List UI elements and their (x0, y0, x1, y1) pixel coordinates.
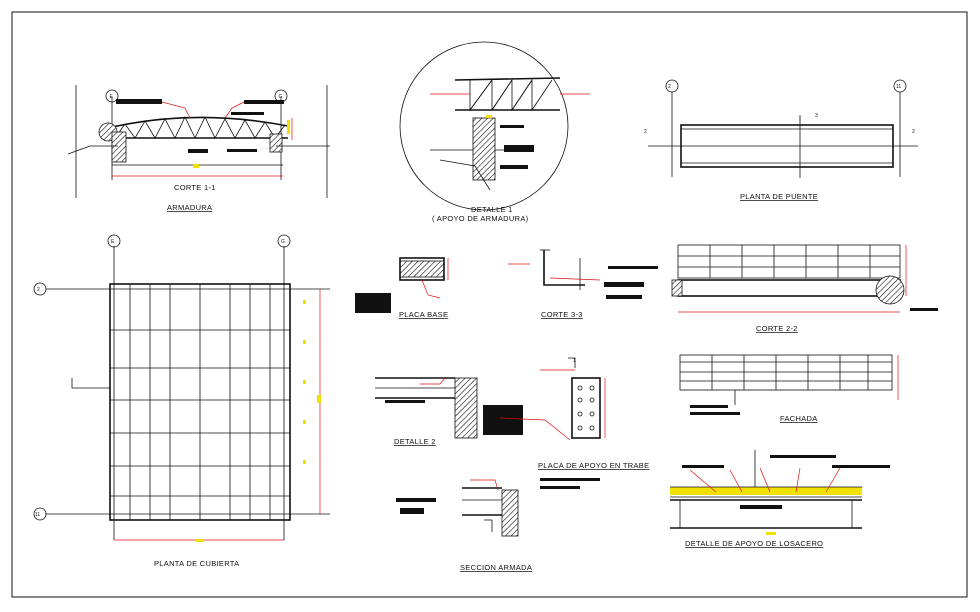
svg-text:2: 2 (37, 287, 40, 293)
label-planta-puente: PLANTA DE PUENTE (740, 192, 818, 201)
label-detalle-1: DETALLE 1 (471, 205, 513, 214)
svg-text:2: 2 (912, 129, 915, 135)
label-detalle-losacero: DETALLE DE APOYO DE LOSACERO (685, 539, 823, 548)
placa-base: PLACA BASE (355, 257, 449, 319)
svg-text:E: E (110, 94, 114, 100)
axis-bubble-e-top (105, 89, 119, 103)
label-detalle-2: DETALLE 2 (394, 437, 436, 446)
svg-text:11: 11 (35, 512, 40, 518)
svg-text:G: G (281, 239, 285, 245)
fachada: FACHADA (679, 354, 899, 423)
armadura-section: E G CORTE 1-1 ARMADURA (67, 85, 330, 212)
corte-3-3: CORTE 3-3 (508, 249, 658, 319)
label-seccion-armada: SECCION ARMADA (460, 563, 532, 572)
detalle-losacero: DETALLE DE APOYO DE LOSACERO (670, 450, 890, 548)
svg-text:3: 3 (815, 113, 818, 119)
label-apoyo-armadura: ( APOYO DE ARMADURA) (432, 214, 529, 223)
label-corte-1-1: CORTE 1-1 (174, 183, 216, 192)
planta-cubierta: E G 2 11 (33, 234, 330, 568)
label-corte-2-2: CORTE 2-2 (756, 324, 798, 333)
svg-text:2: 2 (644, 129, 647, 135)
label-fachada: FACHADA (780, 414, 818, 423)
detalle-1: DETALLE 1 ( APOYO DE ARMADURA) (399, 41, 590, 223)
svg-text:G: G (279, 94, 283, 100)
svg-text:2: 2 (668, 84, 671, 90)
seccion-armada: SECCION ARMADA (396, 479, 532, 572)
sheet-border (11, 11, 968, 598)
label-placa-base: PLACA BASE (399, 310, 448, 319)
planta-puente: 2 11 2 2 3 PLANTA DE PUENTE (644, 79, 918, 201)
label-armadura: ARMADURA (167, 203, 212, 212)
svg-text:E: E (111, 239, 115, 245)
detalle-2: DETALLE 2 (375, 377, 523, 446)
label-corte-3-3: CORTE 3-3 (541, 310, 583, 319)
corte-2-2: CORTE 2-2 (671, 244, 938, 333)
svg-text:1: 1 (573, 358, 576, 364)
svg-text:11: 11 (896, 84, 901, 90)
placa-apoyo-trabe: 1 PLACA DE APOYO EN TRABE (499, 357, 649, 489)
label-planta-cubierta: PLANTA DE CUBIERTA (154, 559, 239, 568)
label-placa-apoyo-trabe: PLACA DE APOYO EN TRABE (538, 461, 649, 470)
